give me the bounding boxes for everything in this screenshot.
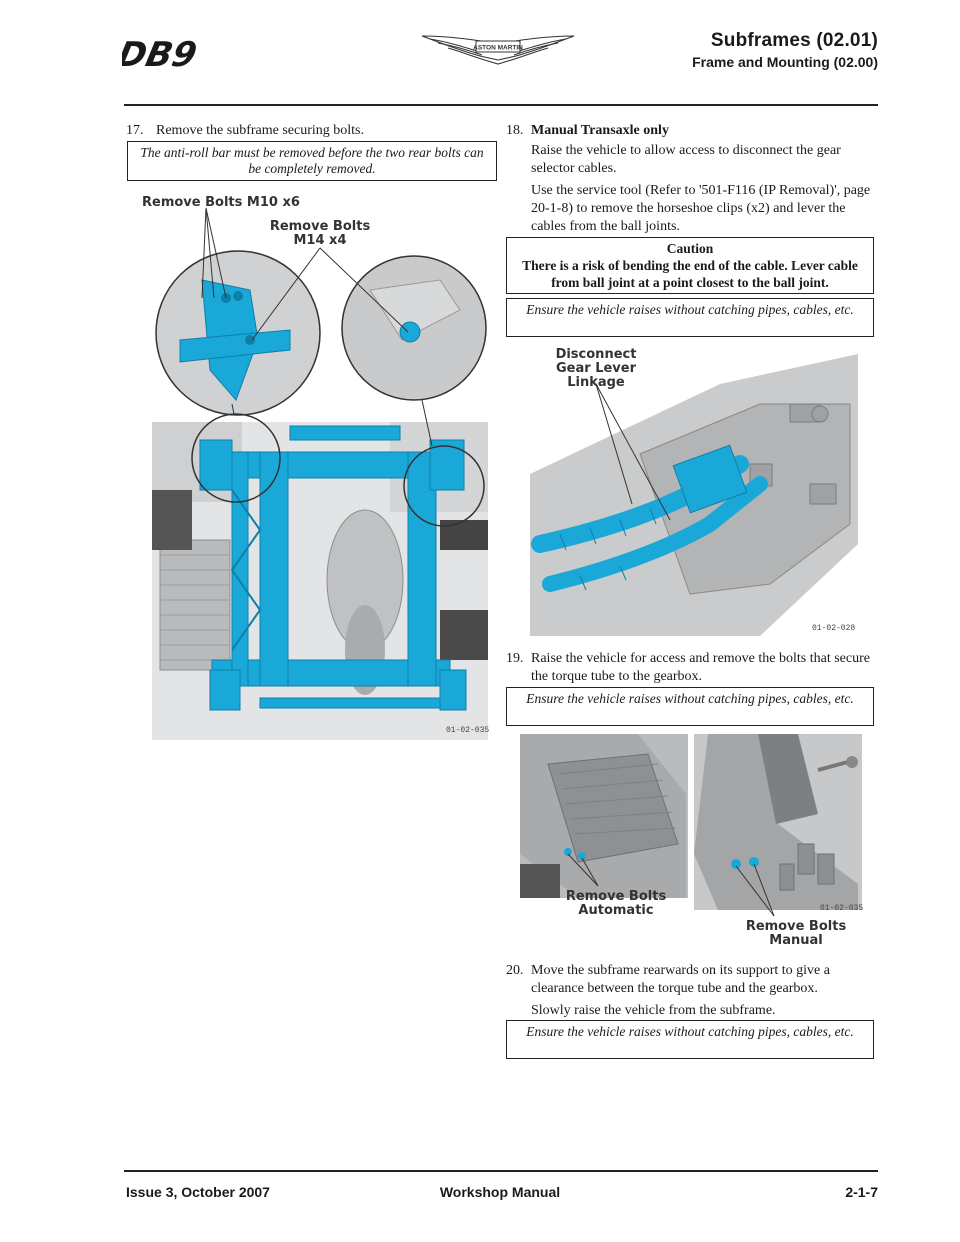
- footer-manual: Workshop Manual: [439, 1184, 561, 1200]
- note-ensure-raise-2: Ensure the vehicle raises without catchi…: [506, 687, 874, 726]
- figure-torque-tube-bolts: Remove Bolts Automatic Remove Bolts Manu…: [518, 734, 864, 952]
- step-18-paragraph-2: Use the service tool (Refer to '501-F116…: [531, 183, 871, 234]
- callout-remove-bolts-automatic: Remove Bolts Automatic: [565, 889, 667, 918]
- svg-text:DB9: DB9: [122, 35, 200, 75]
- step-18: 18. Manual Transaxle only: [506, 123, 669, 138]
- figure-code: 01-02-035: [820, 904, 864, 913]
- note-ensure-raise-1: Ensure the vehicle raises without catchi…: [506, 298, 874, 337]
- step-20: 20. Move the subframe rearwards on its s…: [506, 963, 830, 996]
- footer-rule: [124, 1170, 878, 1172]
- figure-code: 01-02-028: [812, 624, 856, 633]
- figure-code: 01-02-035: [446, 726, 490, 735]
- aston-martin-wings-logo: ASTON MARTIN: [418, 30, 578, 76]
- callout-remove-bolts-m14: Remove Bolts M14 x4: [269, 219, 371, 248]
- callout-remove-bolts-m10: Remove Bolts M10 x6: [142, 195, 300, 210]
- note-ensure-raise-3: Ensure the vehicle raises without catchi…: [506, 1020, 874, 1059]
- step-19: 19. Raise the vehicle for access and rem…: [506, 651, 870, 684]
- caution-box: Caution There is a risk of bending the e…: [506, 237, 874, 294]
- figure-gear-lever-linkage: Disconnect Gear Lever Linkage 01-02-028: [520, 344, 860, 636]
- svg-text:ASTON MARTIN: ASTON MARTIN: [473, 45, 523, 52]
- step-18-paragraph-1: Raise the vehicle to allow access to dis…: [531, 143, 841, 176]
- section-title: Subframes (02.01): [710, 30, 878, 51]
- step-17: 17. Remove the subframe securing bolts.: [126, 123, 365, 138]
- header-rule: [124, 104, 878, 106]
- step-20-paragraph: Slowly raise the vehicle from the subfra…: [531, 1003, 776, 1018]
- section-subtitle: Frame and Mounting (02.00): [692, 54, 878, 70]
- footer-page-number: 2-1-7: [845, 1184, 878, 1200]
- footer-issue: Issue 3, October 2007: [126, 1184, 270, 1200]
- header-title-block: Subframes (02.01) Frame and Mounting (02…: [692, 30, 878, 70]
- figure-subframe-bolts: Remove Bolts M10 x6 Remove Bolts M14 x4 …: [140, 190, 492, 740]
- callout-remove-bolts-manual: Remove Bolts Manual: [745, 919, 847, 948]
- callout-disconnect-linkage: Disconnect Gear Lever Linkage: [555, 347, 637, 390]
- db9-logo: DB9: [114, 28, 240, 76]
- note-anti-roll-bar: The anti-roll bar must be removed before…: [127, 141, 497, 181]
